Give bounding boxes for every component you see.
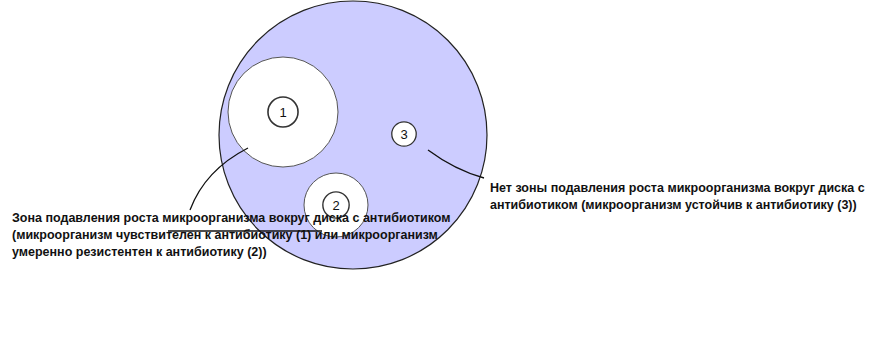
- antibiotic-disc: 1: [267, 96, 299, 128]
- leader-line: [190, 148, 248, 210]
- note-text: Зона подавления роста микроорганизма вок…: [12, 210, 452, 261]
- note-text: Нет зоны подавления роста микроорганизма…: [490, 180, 885, 214]
- leader-line: [428, 150, 484, 178]
- callout-number: 3: [400, 127, 407, 142]
- antibiotic-disc: 3: [391, 121, 417, 147]
- inhibition-zone: [304, 173, 368, 237]
- callout-number: 1: [279, 105, 286, 120]
- callout-number: 2: [332, 198, 339, 213]
